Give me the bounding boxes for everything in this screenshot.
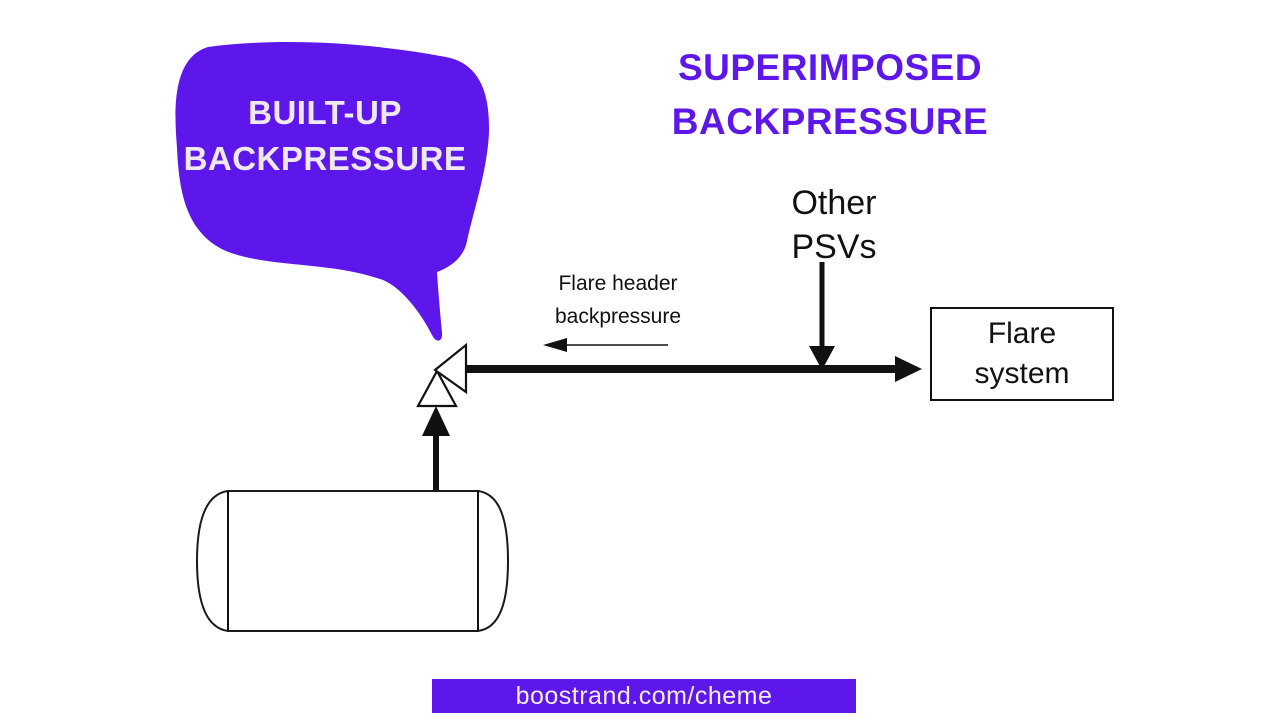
page-title: SUPERIMPOSED BACKPRESSURE	[671, 47, 989, 142]
backpressure-arrow-icon	[543, 338, 668, 352]
other-psvs-label: Other PSVs	[791, 184, 877, 266]
vessel-outlet-arrow-icon	[422, 406, 450, 491]
speech-bubble-icon	[175, 42, 490, 341]
pipe-arrow-icon	[467, 356, 922, 382]
built-up-backpressure-label: BUILT-UP BACKPRESSURE	[183, 94, 467, 177]
vessel-icon	[195, 490, 510, 632]
psv-valve-icon	[416, 342, 468, 408]
flare-system-box: Flare system	[930, 307, 1114, 401]
flare-header-backpressure-label: Flare header backpressure	[554, 272, 682, 328]
other-psvs-arrow-icon	[809, 262, 835, 370]
footer-url-banner: boostrand.com/cheme	[432, 679, 856, 713]
